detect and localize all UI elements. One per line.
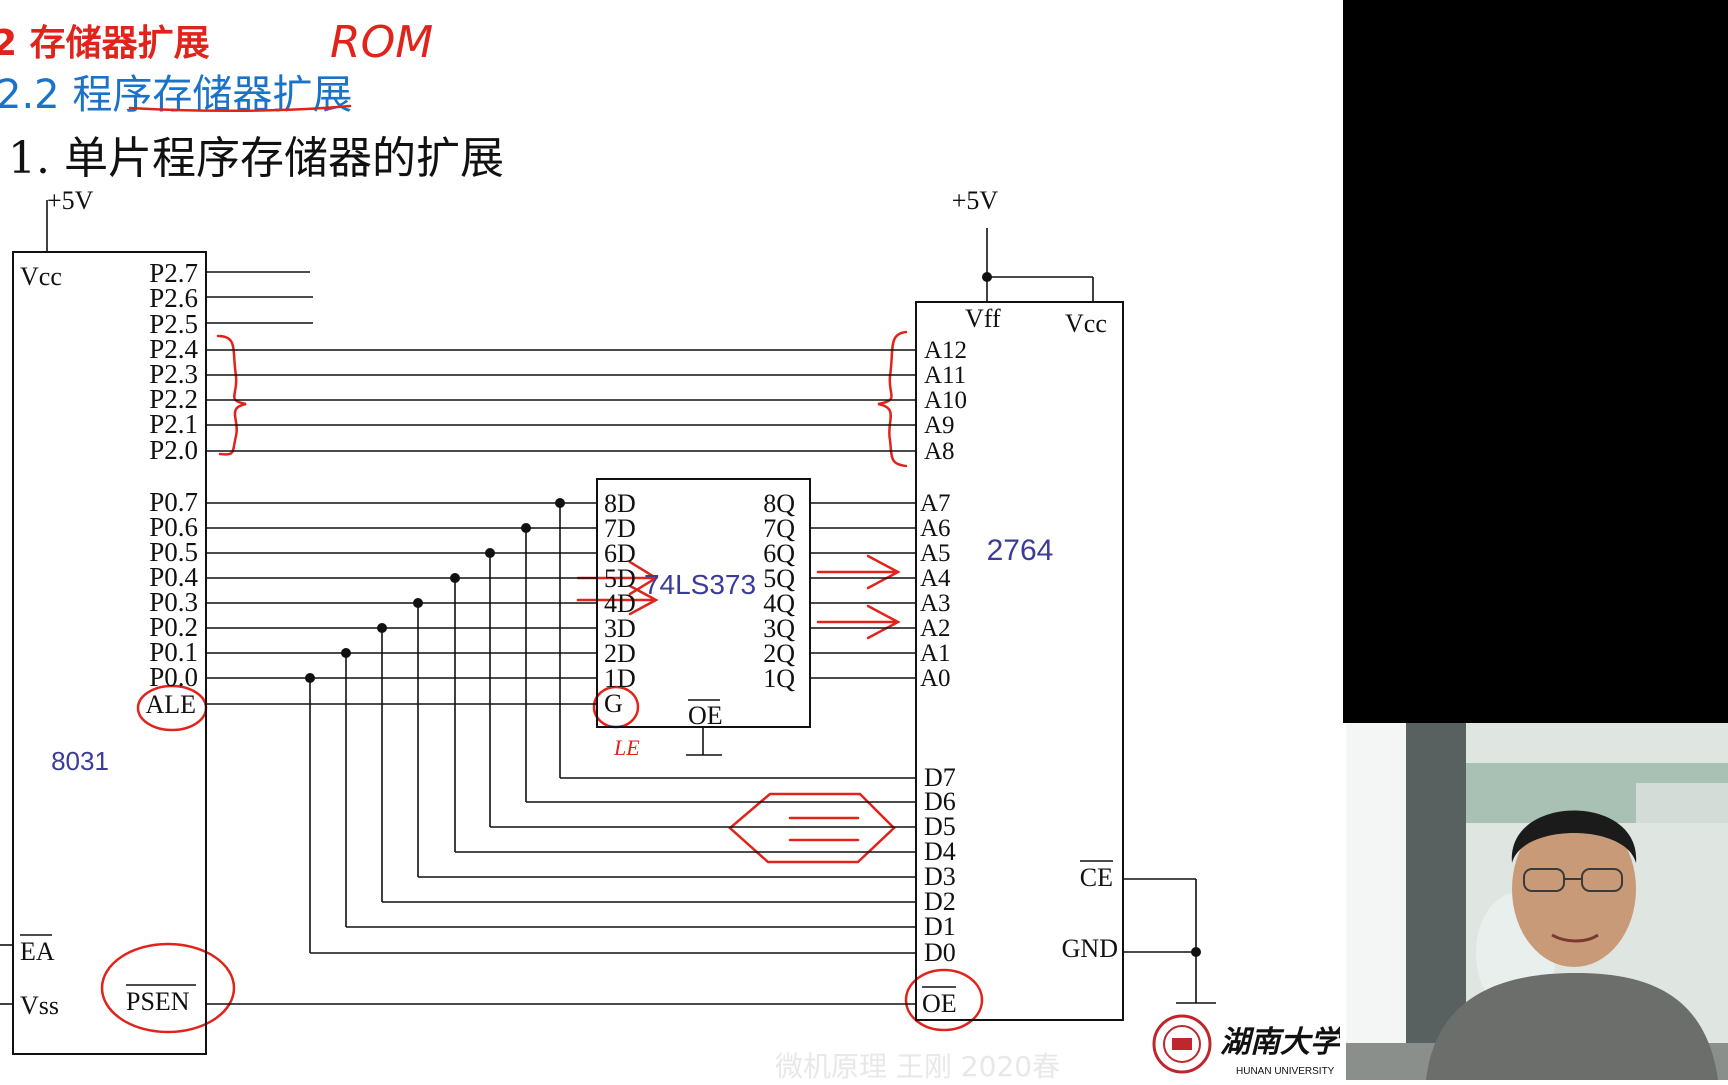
pin-A6: A6 [920,515,951,542]
item-heading: 1. 单片程序存储器的扩展 [8,133,504,184]
pin-A8: A8 [924,438,955,465]
annotation-rom: ROM [330,17,433,68]
pin-D4: D4 [924,837,956,866]
chip-name-74LS373: 74LS373 [644,569,756,600]
pin-latch-2Q: 2Q [763,639,795,668]
handwritten-annotations [100,104,984,1034]
pin-P2.0: P2.0 [149,435,198,465]
pin-P0.7: P0.7 [149,487,198,517]
pin-P2.5: P2.5 [149,309,198,339]
pin-cpu-ale: ALE [145,690,196,719]
annotation-le: LE [613,735,640,760]
pin-A4: A4 [920,565,951,592]
footer-text: 微机原理 王刚 2020春 [775,1050,1061,1083]
pin-latch-5D: 5D [604,564,636,593]
pin-A2: A2 [920,615,951,642]
pin-latch-3D: 3D [604,614,636,643]
pin-latch-2D: 2D [604,639,636,668]
pin-eprom-gnd: GND [1062,934,1118,963]
brace-left [216,334,247,456]
pin-latch-8Q: 8Q [763,489,795,518]
pin-P0.3: P0.3 [149,587,198,617]
logo-name: 湖南大学 [1220,1025,1340,1060]
pin-P2.1: P2.1 [149,409,198,439]
logo-seal-icon [1152,1014,1212,1074]
pin-D7: D7 [924,763,956,792]
pin-D6: D6 [924,787,956,816]
pin-latch-7Q: 7Q [763,514,795,543]
bidirectional-arrow [728,792,896,864]
pin-latch-7D: 7D [604,514,636,543]
person-hair [1511,810,1637,863]
person-face [1512,811,1636,967]
webcam-video [1346,723,1728,1080]
arrow-out-1 [816,554,901,590]
junction-ground [1191,947,1201,957]
pin-P0.1: P0.1 [149,637,198,667]
pin-P2.4: P2.4 [149,334,198,364]
pin-P2.7: P2.7 [149,258,198,288]
pin-latch-6Q: 6Q [763,539,795,568]
logo-subtitle: HUNAN UNIVERSITY [1236,1066,1335,1077]
person-shoulders [1426,973,1718,1080]
pin-cpu-vss: Vss [20,991,59,1020]
pin-eprom-vff: Vff [965,304,1001,333]
arrow-in-2 [576,584,659,616]
pin-A12: A12 [924,337,967,364]
pin-latch-4D: 4D [604,589,636,618]
circuit-diagram: +5V Vcc 8031 P2.7P2.6P2.5P2.4P2.3P2.2P2.1P2… [0,17,1216,1055]
junction-supply [982,272,992,282]
circle-psen [100,942,236,1034]
pin-A10: A10 [924,387,967,414]
pin-latch-6D: 6D [604,539,636,568]
pin-latch-g: G [604,689,623,718]
pin-P0.6: P0.6 [149,512,198,542]
pin-A3: A3 [920,590,951,617]
pin-P0.0: P0.0 [149,662,198,692]
circle-oe [904,968,984,1032]
label-cpu-supply: +5V [47,186,94,215]
pin-D3: D3 [924,862,956,891]
pin-latch-8D: 8D [604,489,636,518]
pin-latch-3Q: 3Q [763,614,795,643]
pin-A5: A5 [920,540,951,567]
pin-P0.4: P0.4 [149,562,198,592]
pin-A11: A11 [924,362,966,389]
pin-P2.2: P2.2 [149,384,198,414]
arrow-out-2 [816,604,901,640]
pin-D5: D5 [924,812,956,841]
chip-name-2764: 2764 [987,534,1054,567]
pin-latch-oe: OE [688,701,723,730]
pin-eprom-vcc: Vcc [1065,309,1107,338]
underline-stroke [128,104,352,113]
pin-eprom-ce: CE [1080,863,1113,892]
pin-A0: A0 [920,665,951,692]
university-logo: 湖南大学 HUNAN UNIVERSITY [1150,1008,1344,1082]
pin-P0.5: P0.5 [149,537,198,567]
pin-A1: A1 [920,640,951,667]
brace-right [877,330,908,468]
pin-latch-1Q: 1Q [763,664,795,693]
pin-D1: D1 [924,912,956,941]
chip-2764 [915,301,1124,1021]
blank-panel [1343,0,1728,723]
chip-name-8031: 8031 [51,746,109,776]
pin-cpu-vcc: Vcc [20,262,62,291]
pin-A9: A9 [924,412,955,439]
pin-eprom-oe: OE [922,989,957,1018]
section-heading: 2 存储器扩展 [0,23,210,64]
pin-cpu-ea: EA [20,937,55,966]
pin-P0.2: P0.2 [149,612,198,642]
pin-A7: A7 [920,490,951,517]
pin-cpu-psen: PSEN [126,987,190,1016]
pin-D0: D0 [924,938,956,967]
pin-latch-1D: 1D [604,664,636,693]
pin-D2: D2 [924,887,956,916]
pin-latch-5Q: 5Q [763,564,795,593]
label-eprom-supply: +5V [952,186,999,215]
pin-latch-4Q: 4Q [763,589,795,618]
pin-P2.3: P2.3 [149,359,198,389]
pin-P2.6: P2.6 [149,283,198,313]
